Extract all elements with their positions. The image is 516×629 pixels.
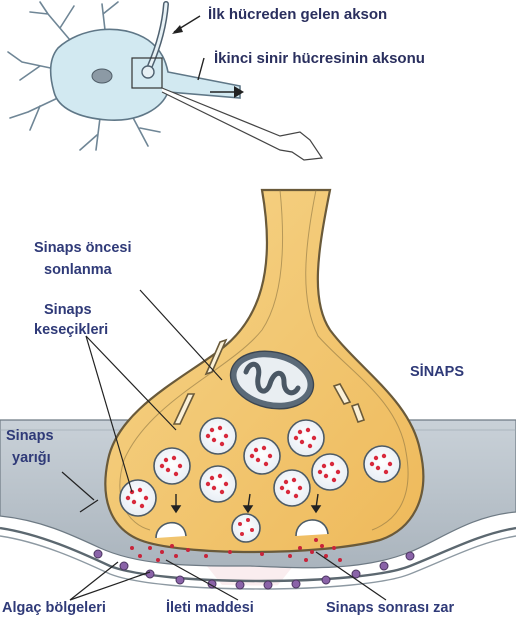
label-presynaptic-terminal-line1: Sinaps öncesi — [34, 240, 132, 257]
label-postsynaptic-membrane: Sinaps sonrası zar — [326, 600, 454, 617]
label-neurotransmitter: İleti maddesi — [166, 600, 254, 617]
label-synapse: SİNAPS — [410, 364, 464, 381]
label-synaptic-vesicles-line2: keseçikleri — [34, 322, 108, 339]
label-axon-of-second-cell: İkinci sinir hücresinin aksonu — [214, 50, 425, 67]
nucleus — [92, 69, 112, 83]
label-presynaptic-terminal-line2: sonlanma — [44, 262, 112, 279]
label-synaptic-cleft-line2: yarığı — [12, 450, 51, 467]
label-axon-from-first-cell: İlk hücreden gelen akson — [208, 6, 387, 23]
label-receptor-sites: Algaç bölgeleri — [2, 600, 106, 617]
pointer-arrowhead — [172, 25, 183, 34]
label-synaptic-cleft-line1: Sinaps — [6, 428, 54, 445]
magnification-outline — [162, 88, 322, 160]
label-synaptic-vesicles-line1: Sinaps — [44, 302, 92, 319]
small-synapse — [142, 66, 154, 78]
neuron-illustration — [8, 2, 322, 160]
